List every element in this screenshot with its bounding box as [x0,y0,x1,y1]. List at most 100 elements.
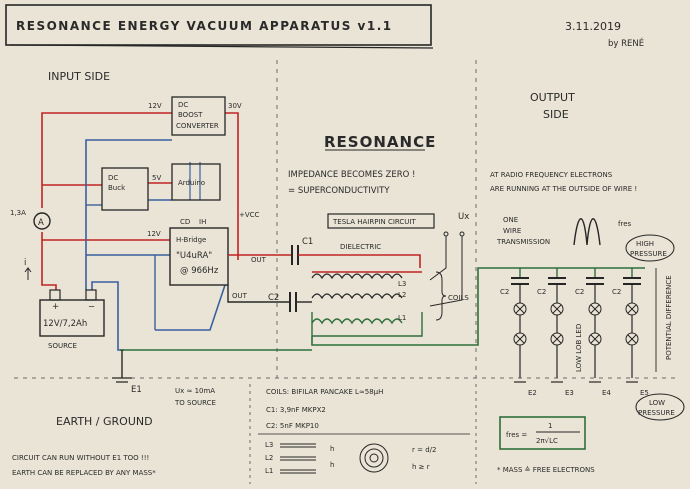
tesla-box [327,213,435,229]
e5-label: E5 [640,389,649,397]
spec-h2: h [330,461,334,469]
c1-label: C1 [302,237,313,247]
note-circuit-2: EARTH CAN BE REPLACED BY ANY MASS* [12,469,156,477]
output-cap-label-3: C2 [575,288,584,296]
e3-label: E3 [565,389,574,397]
label-5v: 5V [152,174,161,182]
hbridge-block [169,227,229,286]
battery-terminal-minus [85,289,97,301]
wire-c1-coil [298,254,421,268]
spec-h-formula: h ≥ r [412,463,430,471]
hbridge-label-3: @ 966Hz [180,266,219,276]
formula-lhs: fres = [506,431,527,439]
coil-l1-loop [311,312,423,337]
coil-l3-label: L3 [398,280,406,288]
e2-label: E2 [528,389,537,397]
output-branch-4 [623,268,641,378]
note-impedance: IMPEDANCE BECOMES ZERO ! [288,170,415,180]
current-arrow [24,267,32,280]
ux-wire-b [429,236,463,307]
battery-value: 12V/7,2Ah [43,319,87,329]
fres-label: fres [618,220,631,228]
potential-label: POTENTIAL DIFFERENCE [665,275,673,360]
dc-boost-label-3: CONVERTER [176,122,219,130]
low-pressure-bubble [635,393,685,421]
dc-buck-label-2: Buck [108,184,126,192]
note-mass: * MASS ≙ FREE ELECTRONS [497,466,595,474]
coil-l1-label: L1 [398,314,406,322]
wire-12v-boost [41,112,172,208]
coil-l1 [311,318,403,325]
output-branch-2 [548,268,566,378]
one-wire-label-1: ONE [503,216,518,224]
hbridge-label-2: "U4uRA" [176,251,212,261]
coils-label: COILS [448,294,469,302]
e4-label: E4 [602,389,611,397]
low-pressure-label-1: LOW [649,399,665,407]
spec-coils: COILS: BIFILAR PANCAKE L≈58μH [266,388,383,396]
output-cap-label-1: C2 [500,288,509,296]
label-vcc: +VCC [239,211,260,219]
coil-stack-sketch [280,443,316,474]
e1-ground-symbol [112,377,132,383]
pancake-coil-inner [369,453,379,463]
high-pressure-bubble [625,234,675,262]
arduino-label: Arduino [178,179,205,187]
ux-label: Ux [458,212,469,222]
ux-terminal-a [443,231,449,237]
label-out-1: OUT [251,256,267,264]
coils-brace [435,271,447,321]
spec-l2-label: L2 [265,454,273,462]
dielectric-label: DIELECTRIC [340,243,381,251]
tesla-label: TESLA HAIRPIN CIRCUIT [332,218,416,226]
ammeter-label: A [38,218,44,228]
high-pressure-label-1: HIGH [636,240,654,248]
ux-note-2: TO SOURCE [174,399,216,407]
arduino-block [171,163,221,201]
coil-l2-label: L2 [398,291,406,299]
note-superconductivity: = SUPERCONDUCTIVITY [288,186,390,196]
current-label: 1,3A [10,209,26,217]
dc-boost-block [171,96,226,136]
label-cd: CD [180,218,190,226]
label-12v-b: 12V [147,230,161,238]
current-symbol: i [24,258,26,268]
high-pressure-label-2: PRESSURE [630,250,667,258]
label-ih: IH [199,218,206,226]
formula-denominator: 2π√LC [536,437,558,445]
battery-plus-sign: + [52,302,59,312]
dc-buck-label-1: DC [108,174,118,182]
battery-block [39,299,105,337]
spec-l3-label: L3 [265,441,273,449]
output-side-label-2: SIDE [543,108,569,121]
wire-30v [225,112,239,260]
wire-source-plus [41,232,57,290]
pancake-coil-outer [359,443,389,473]
earth-label: EARTH / GROUND [56,415,153,428]
formula-box [499,416,586,450]
ammeter-circle [33,212,51,230]
dc-boost-label-1: DC [178,101,188,109]
ux-terminal-b [459,231,465,237]
spec-h1: h [330,445,334,453]
label-12v-a: 12V [148,102,162,110]
wire-source-minus [91,281,124,351]
c2-label: C2 [268,293,279,303]
diagram-date: 3.11.2019 [565,20,621,33]
spec-r-formula: r = d/2 [412,446,436,454]
wire-out2 [227,285,290,303]
diagram-author: by RENÉ [608,37,644,49]
title-underline [9,44,434,49]
dc-buck-block [101,167,149,211]
battery-terminal-plus [49,289,61,301]
resonance-heading: RESONANCE [324,133,436,151]
formula-numerator: 1 [548,422,552,430]
diagram-title: RESONANCE ENERGY VACUUM APPARATUS v1.1 [16,19,393,33]
coil-l3 [311,273,403,280]
low-pressure-label-2: PRESSURE [638,409,675,417]
spec-c1: C1: 3,9nF MKPX2 [266,406,326,414]
output-branch-1 [511,268,529,378]
low-led-label: LOW LOB LED [575,324,583,372]
